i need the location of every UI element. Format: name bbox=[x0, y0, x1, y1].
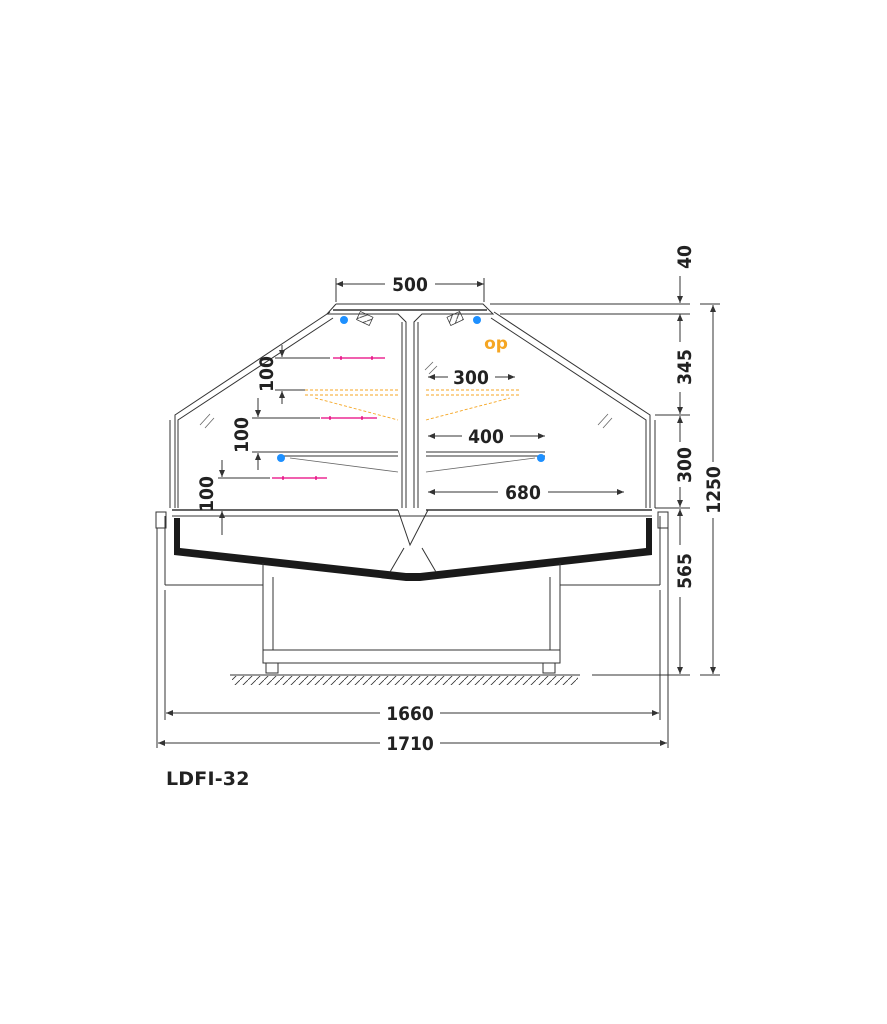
dim-offset-top: 40 bbox=[674, 245, 696, 269]
option-marker: op bbox=[484, 334, 508, 354]
dimension-lines bbox=[156, 276, 720, 748]
dim-shelf-mid-depth: 400 bbox=[468, 426, 504, 448]
model-name: LDFI-32 bbox=[166, 768, 250, 790]
dim-spacing-lower: 100 bbox=[196, 476, 218, 512]
shelves bbox=[172, 389, 652, 517]
dim-upper-height: 345 bbox=[674, 349, 696, 385]
dim-spacing-upper: 100 bbox=[256, 356, 278, 392]
dim-shelf-bottom-depth: 680 bbox=[505, 482, 541, 504]
lighting-strips bbox=[272, 356, 385, 480]
dim-spacing-middle: 100 bbox=[231, 417, 253, 453]
dim-total-height: 1250 bbox=[703, 466, 725, 514]
dim-top-width: 500 bbox=[392, 274, 428, 296]
dim-lower-height: 565 bbox=[674, 553, 696, 589]
stand bbox=[262, 563, 561, 674]
dim-inner-width: 1660 bbox=[386, 703, 434, 725]
cooling-nozzles bbox=[277, 316, 545, 462]
case-outline bbox=[169, 303, 656, 508]
floor bbox=[230, 674, 690, 685]
dim-shelf-top-depth: 300 bbox=[453, 367, 489, 389]
dim-middle-height: 300 bbox=[674, 447, 696, 483]
dim-outer-width: 1710 bbox=[386, 733, 434, 755]
basin bbox=[155, 509, 669, 586]
air-grilles bbox=[356, 310, 464, 326]
